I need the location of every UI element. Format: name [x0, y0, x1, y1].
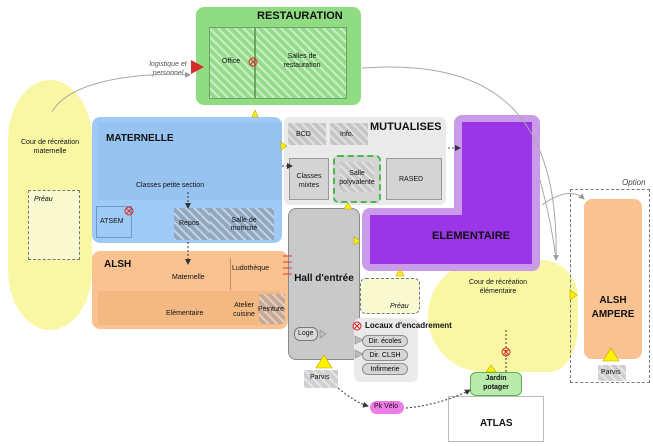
- alsh-ampere-block: [584, 199, 642, 359]
- cour-elementaire-label: Cour de récréation élémentaire: [469, 279, 527, 295]
- office-room: [209, 27, 255, 99]
- alsh-title: ALSH: [104, 259, 132, 270]
- locaux-access-marker: [352, 321, 362, 331]
- option-zone: [570, 189, 650, 383]
- parvis-ampere-label: Parvis: [601, 369, 621, 376]
- salle-polyvalente-label: Salle polyvalente: [339, 170, 375, 186]
- salle-polyvalente-inner: [340, 162, 374, 192]
- salles-restauration-room: [255, 27, 347, 99]
- atsem-access-marker: [124, 206, 134, 216]
- ludotheque-room: [230, 258, 280, 290]
- option-label: Option: [622, 178, 646, 187]
- cour-maternelle-label: Cour de récréation maternelle: [21, 139, 79, 155]
- alsh-elementaire-label: Elémentaire: [166, 310, 204, 317]
- logistique-label: logistique et personnel: [149, 61, 187, 77]
- link-pkvelo-jardin: [405, 389, 471, 409]
- link-parvis-pkvelo: [337, 387, 369, 408]
- atsem-label: ATSEM: [100, 218, 124, 225]
- jardin-area: [470, 372, 522, 396]
- rased-label: RASED: [399, 176, 424, 183]
- link-elementaire-cour: [539, 179, 557, 259]
- motricite-label: Salle de motricité: [230, 217, 258, 232]
- logistique-entry-triangle: [191, 60, 204, 74]
- parvis-ampere-area: [598, 365, 626, 381]
- info-room: [330, 123, 368, 145]
- alsh-maternelle-label: Maternelle: [172, 274, 205, 281]
- atlas-block: [448, 396, 544, 442]
- infirmerie-room: Infirmerie: [362, 363, 408, 375]
- preau-maternelle-label: Préau: [34, 196, 53, 203]
- bcd-label: BCD: [296, 131, 311, 138]
- atelier-cuisine-label: Atelier cuisine: [233, 302, 255, 318]
- classes-petite-section-label: Classes petite section: [136, 182, 205, 189]
- loge-room: [294, 327, 318, 341]
- parvis-area: [304, 370, 338, 388]
- maternelle-inner: [98, 122, 282, 200]
- hall-label: Hall d'entrée: [294, 273, 354, 284]
- repos-label: Repos: [179, 220, 200, 227]
- cour-elementaire-marker: [501, 347, 511, 357]
- ludotheque-hall-arrows: [283, 255, 292, 275]
- locaux-entry-markers: [319, 329, 364, 359]
- loge-label: Loge: [298, 330, 314, 337]
- atsem-room: [96, 206, 132, 238]
- restauration-access-marker: [248, 57, 258, 67]
- link-restauration-cour-elementaire: [361, 66, 560, 261]
- motricite-room: [210, 208, 274, 240]
- office-label: Office: [222, 58, 241, 65]
- elementaire-core-h: [370, 215, 532, 264]
- preau-elementaire: [360, 278, 420, 314]
- pk-velo-label: Pk Vélo: [374, 403, 399, 410]
- pk-velo-area: [370, 401, 404, 414]
- restauration-title: RESTAURATION: [257, 10, 343, 22]
- jardin-label: Jardin potager: [483, 375, 509, 391]
- dir-clsh-room: Dir. CLSH: [362, 349, 408, 361]
- alsh-inner: [98, 291, 280, 325]
- info-label: Info.: [340, 131, 354, 138]
- alsh-ampere-label: ALSH AMPERE: [591, 295, 635, 320]
- link-cour-ampere: [541, 193, 585, 206]
- elementaire-title: ELEMENTAIRE: [432, 230, 511, 242]
- repos-room: [174, 208, 210, 240]
- classes-mixtes-room: [289, 158, 329, 200]
- maternelle-title: MATERNELLE: [106, 133, 174, 144]
- cour-elementaire-zone: [428, 260, 578, 372]
- classes-mixtes-label: Classes mixtes: [296, 173, 322, 189]
- entry-triangles: [251, 109, 620, 373]
- peinture-label: Peinture: [258, 306, 285, 313]
- peinture-room: [259, 294, 285, 324]
- salles-restauration-label: Salles de restauration: [283, 53, 321, 69]
- link-cour-maternelle-restauration: [51, 71, 191, 113]
- parvis-label: Parvis: [310, 374, 330, 381]
- ludotheque-label: Ludothèque: [232, 265, 269, 272]
- preau-maternelle: [28, 190, 80, 260]
- bcd-room: [288, 123, 326, 145]
- rased-room: [386, 158, 442, 200]
- mutualises-title: MUTUALISES: [370, 121, 442, 133]
- preau-elementaire-label: Préau: [390, 303, 409, 310]
- atlas-label: ATLAS: [480, 418, 513, 429]
- dir-ecoles-room: Dir. écoles: [362, 335, 408, 347]
- locaux-title: Locaux d'encadrement: [365, 321, 452, 330]
